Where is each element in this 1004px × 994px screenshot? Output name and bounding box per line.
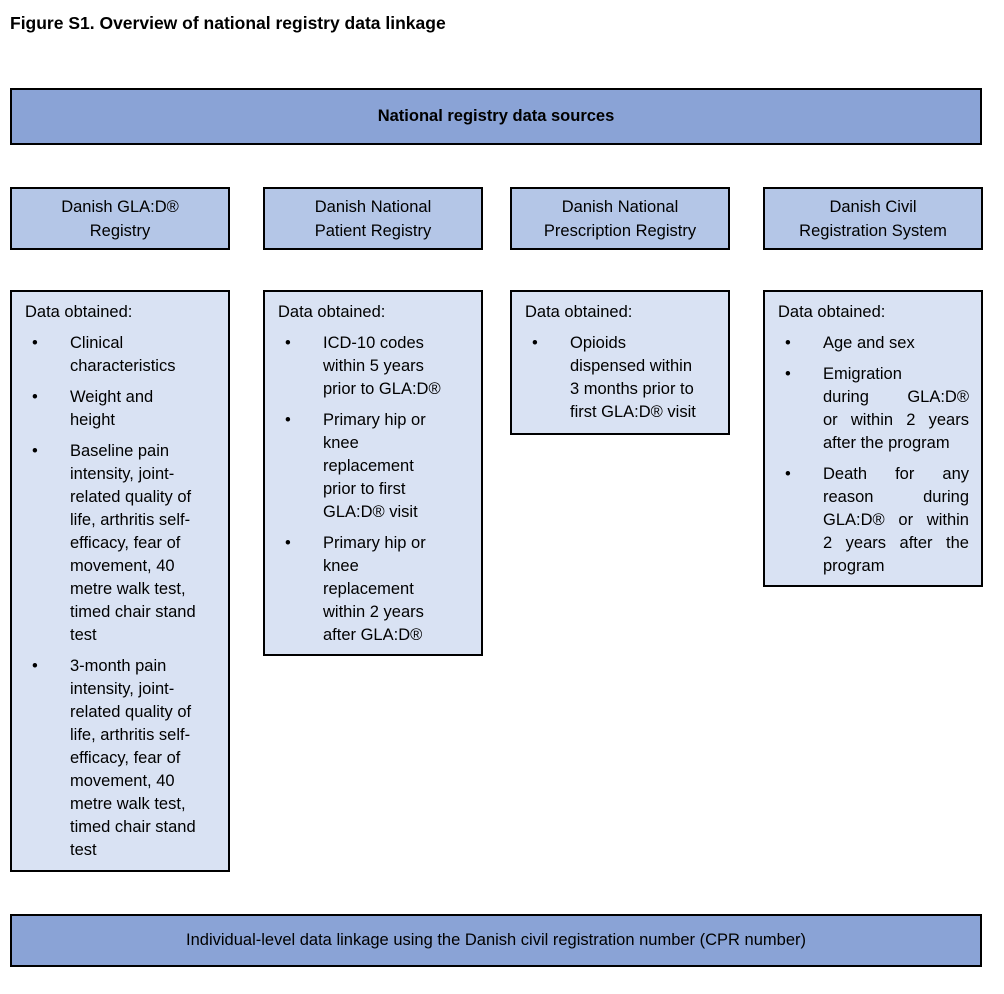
bullet-item: Age and sex <box>778 332 969 355</box>
bottom-banner-label: Individual-level data linkage using the … <box>186 931 806 949</box>
bullet-text: Primary hip or knee replacement within 2… <box>323 534 426 644</box>
bullet-item: 3-month pain intensity, joint- related q… <box>25 655 216 862</box>
registry-header-national-patient-registry: Danish National Patient Registry <box>263 187 483 250</box>
registry-header-glad-registry: Danish GLA:D® Registry <box>10 187 230 250</box>
data-obtained-label: Data obtained: <box>25 303 133 321</box>
data-obtained-box-national-patient-registry: Data obtained: ICD-10 codes within 5 yea… <box>263 290 483 656</box>
figure-title: Figure S1. Overview of national registry… <box>10 13 446 33</box>
bullet-item: Primary hip or knee replacement within 2… <box>278 532 469 647</box>
data-obtained-box-national-prescription-registry: Data obtained: Opioids dispensed within … <box>510 290 730 435</box>
bullet-icon <box>525 332 570 424</box>
bullet-icon <box>778 463 823 578</box>
bullet-icon <box>25 655 70 862</box>
data-obtained-box-glad-registry: Data obtained: Clinical characteristics … <box>10 290 230 872</box>
bullet-icon <box>25 440 70 647</box>
bullet-item: DeathforanyreasonduringGLA:D®orwithin2ye… <box>778 463 969 578</box>
bullet-text: Weight and height <box>70 388 154 429</box>
data-obtained-label: Data obtained: <box>278 303 386 321</box>
bullet-text: Primary hip or knee replacement prior to… <box>323 411 426 521</box>
bullet-item: Opioids dispensed within 3 months prior … <box>525 332 716 424</box>
bullet-icon <box>778 332 823 355</box>
bullet-icon <box>778 363 823 455</box>
bullet-text: 3-month pain intensity, joint- related q… <box>70 657 196 859</box>
bottom-banner-cpr-linkage: Individual-level data linkage using the … <box>10 914 982 967</box>
bullet-item: Weight and height <box>25 386 216 432</box>
bullet-item: ICD-10 codes within 5 years prior to GLA… <box>278 332 469 401</box>
bullet-text: Baseline pain intensity, joint- related … <box>70 442 196 644</box>
bullet-icon <box>278 332 323 401</box>
bullet-item: EmigrationduringGLA:D®orwithin2yearsafte… <box>778 363 969 455</box>
bullet-icon <box>25 386 70 432</box>
bullet-text: Opioids dispensed within 3 months prior … <box>570 334 696 421</box>
registry-header-national-prescription-registry: Danish National Prescription Registry <box>510 187 730 250</box>
bullet-item: Primary hip or knee replacement prior to… <box>278 409 469 524</box>
bullet-item: Baseline pain intensity, joint- related … <box>25 440 216 647</box>
bullet-text: ICD-10 codes within 5 years prior to GLA… <box>323 334 441 398</box>
bullet-text: Clinical characteristics <box>70 334 176 375</box>
registry-header-civil-registration-system: Danish Civil Registration System <box>763 187 983 250</box>
top-banner-national-registry-data-sources: National registry data sources <box>10 88 982 145</box>
top-banner-label: National registry data sources <box>377 107 615 125</box>
bullet-icon <box>278 532 323 647</box>
bullet-item: Clinical characteristics <box>25 332 216 378</box>
data-obtained-box-civil-registration-system: Data obtained: Age and sex Emigrationdur… <box>763 290 983 587</box>
data-obtained-label: Data obtained: <box>778 303 886 321</box>
data-obtained-label: Data obtained: <box>525 303 633 321</box>
bullet-text: Age and sex <box>823 334 915 352</box>
bullet-icon <box>278 409 323 524</box>
bullet-icon <box>25 332 70 378</box>
